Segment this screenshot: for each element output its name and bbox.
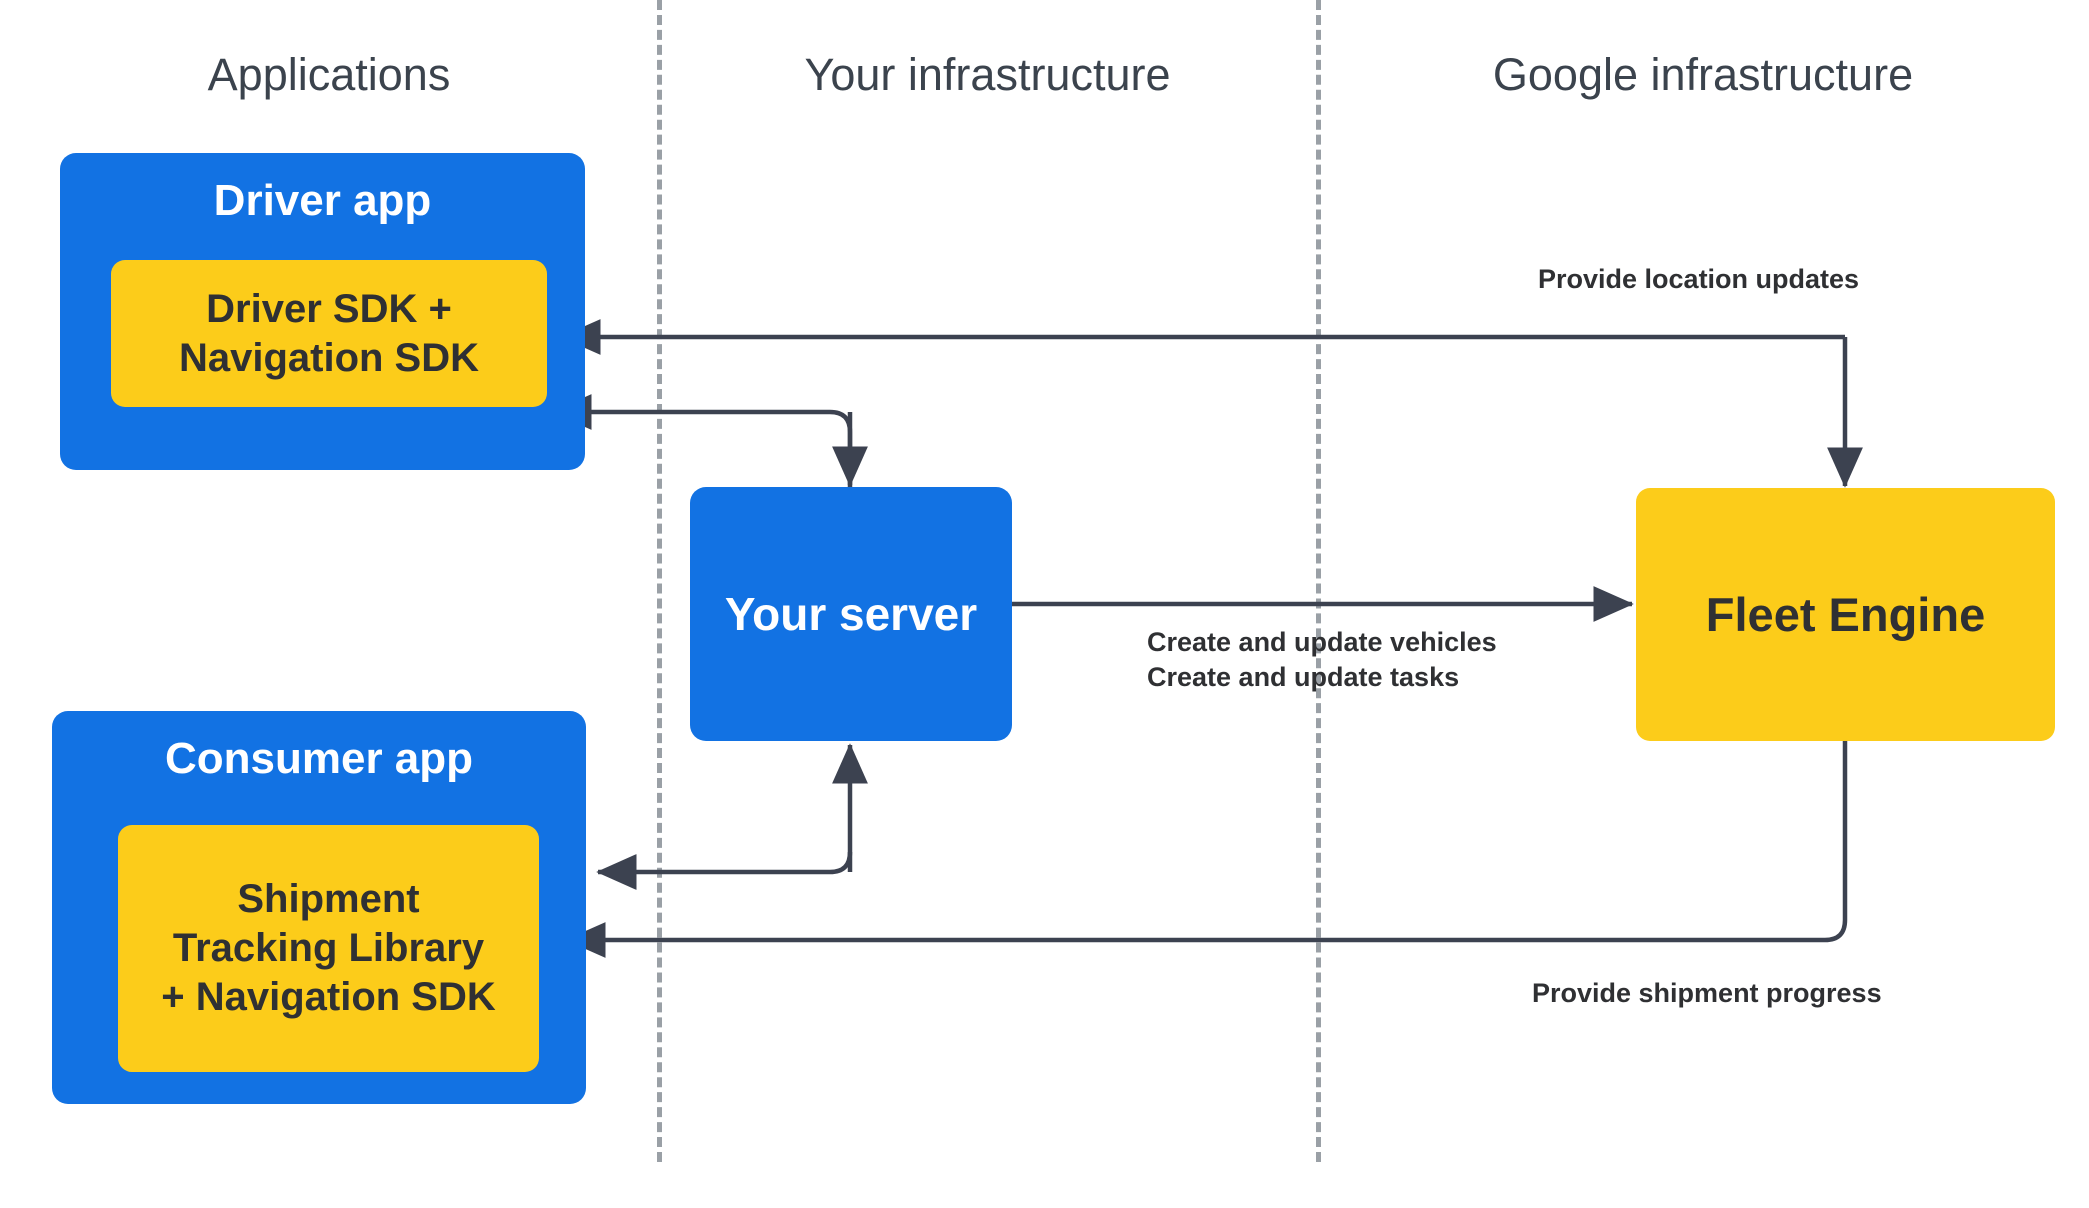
node-your-server[interactable]: Your server	[690, 487, 1012, 741]
lane-header-google-infrastructure: Google infrastructure	[1492, 49, 1914, 100]
edge-your-server-to-shipment-tracking	[596, 851, 853, 890]
edge-your-server-to-driver-sdk	[551, 394, 853, 487]
node-consumer-app-label: Consumer app	[164, 734, 474, 783]
node-driver-sdk-label: Driver SDK + Navigation SDK	[178, 286, 480, 380]
lane-header-applications: Applications	[207, 49, 451, 100]
node-driver-sdk[interactable]: Driver SDK + Navigation SDK	[111, 260, 547, 407]
lane-divider-applications-infrastructure	[657, 0, 662, 1162]
lane-header-your-infrastructure: Your infrastructure	[804, 49, 1171, 100]
node-shipment-tracking-library-label: Shipment Tracking Library + Navigation S…	[161, 877, 496, 1019]
node-shipment-tracking-library[interactable]: Shipment Tracking Library + Navigation S…	[118, 825, 539, 1072]
node-your-server-label: Your server	[724, 587, 978, 640]
node-driver-app-label: Driver app	[213, 176, 432, 225]
edge-label-create-and-update: Create and update vehicles Create and up…	[1147, 627, 1497, 692]
edge-label-provide-location-updates: Provide location updates	[1538, 264, 1860, 294]
edge-fleet-engine-to-shipment-tracking	[565, 741, 1848, 958]
node-fleet-engine-label: Fleet Engine	[1705, 587, 1986, 641]
edge-label-provide-shipment-progress: Provide shipment progress	[1532, 978, 1882, 1008]
node-fleet-engine[interactable]: Fleet Engine	[1636, 488, 2055, 741]
lane-divider-infrastructure-google	[1316, 0, 1321, 1162]
